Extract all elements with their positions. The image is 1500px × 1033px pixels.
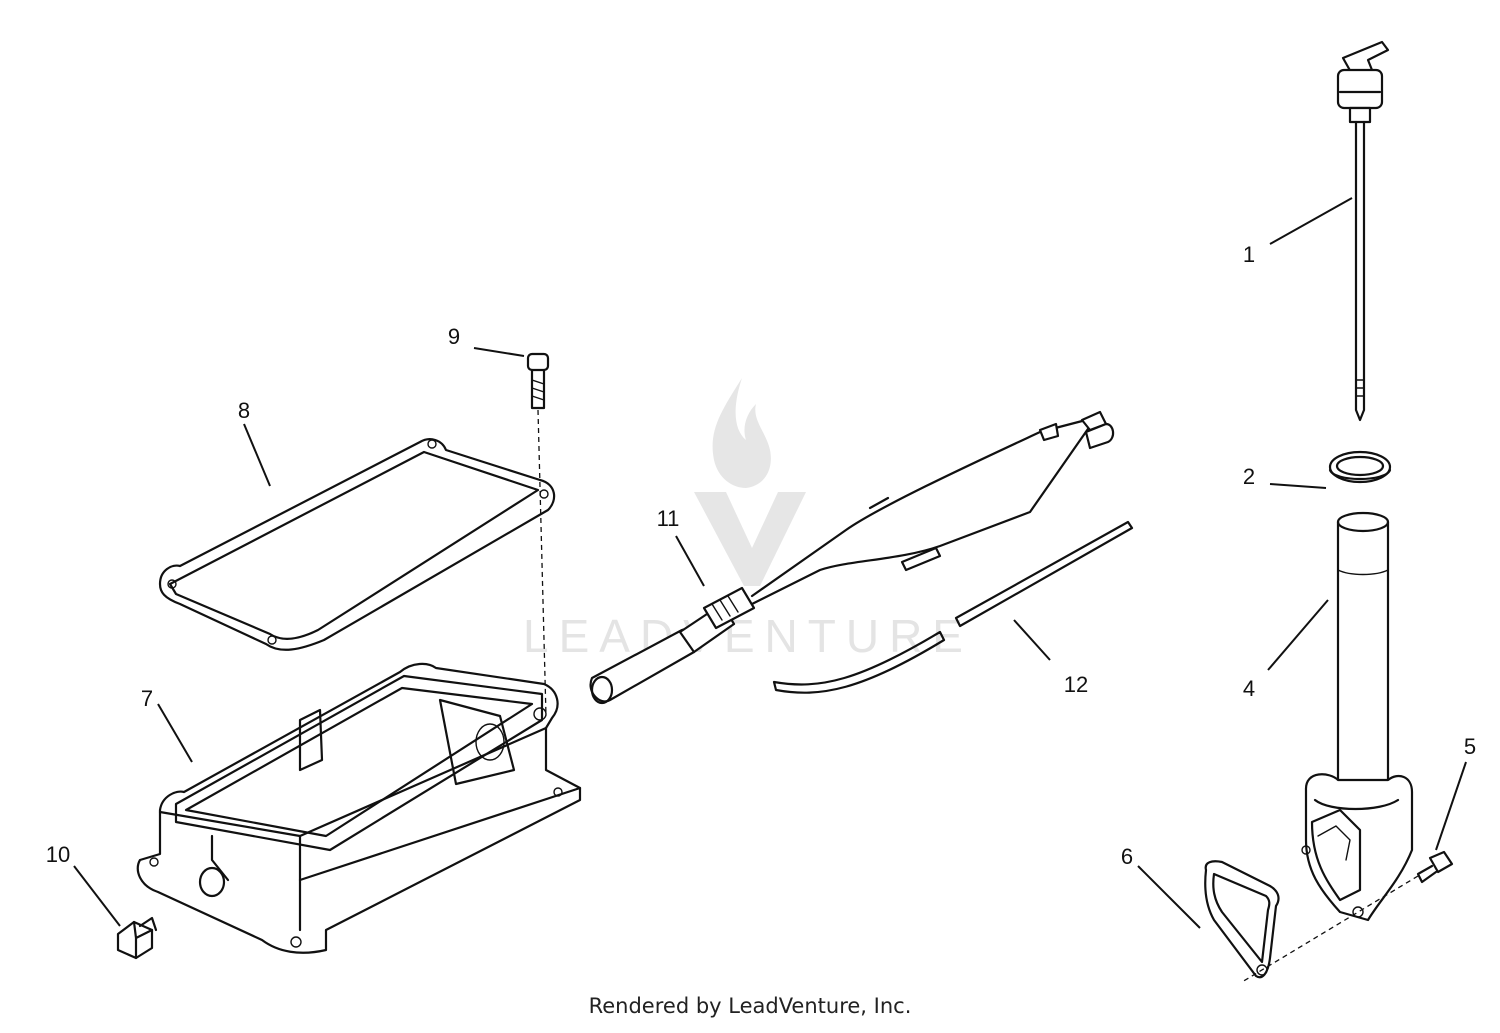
part-11-oil-sensor-harness	[589, 410, 1115, 705]
leader-4	[1267, 599, 1329, 671]
leader-5	[1435, 761, 1467, 851]
leader-12	[1013, 619, 1051, 661]
flame-logo-icon	[712, 378, 771, 488]
part-7-oil-pan	[136, 662, 582, 954]
callout-10: 10	[46, 842, 70, 867]
v-logo-icon	[694, 492, 806, 586]
leader-lines	[73, 197, 1467, 929]
callout-5: 5	[1464, 734, 1476, 759]
callout-2: 2	[1243, 464, 1255, 489]
part-8-pan-gasket	[158, 438, 556, 651]
callout-11: 11	[657, 506, 680, 531]
callout-9: 9	[448, 324, 460, 349]
leader-2	[1269, 483, 1327, 489]
callout-7: 7	[141, 686, 153, 711]
callout-8: 8	[238, 398, 250, 423]
leader-9	[473, 347, 525, 357]
part-9-bolt	[526, 352, 550, 717]
leader-10	[73, 865, 121, 927]
part-10-drain-plug	[116, 916, 158, 960]
callout-6: 6	[1121, 844, 1133, 869]
part-12-wire-sleeves	[772, 520, 1134, 694]
callout-4: 4	[1243, 676, 1255, 701]
render-credit: Rendered by LeadVenture, Inc.	[588, 994, 912, 1018]
callout-labels: 1 2 4 5 6 7 8 9 10 11 12	[46, 242, 1476, 869]
leader-7	[157, 703, 193, 763]
callout-1: 1	[1243, 242, 1255, 267]
part-1-dipstick	[1336, 40, 1390, 422]
leader-8	[243, 423, 271, 487]
leader-11	[675, 535, 705, 587]
part-5-screw	[1241, 850, 1454, 983]
leader-6	[1137, 865, 1201, 929]
leadventure-watermark: LEADVENTURE	[523, 378, 973, 662]
watermark-text: LEADVENTURE	[523, 610, 973, 662]
leader-1	[1269, 197, 1353, 245]
part-6-gasket	[1204, 860, 1280, 979]
callout-12: 12	[1064, 672, 1088, 697]
part-4-dipstick-tube	[1301, 511, 1414, 922]
part-2-o-ring	[1328, 450, 1392, 484]
